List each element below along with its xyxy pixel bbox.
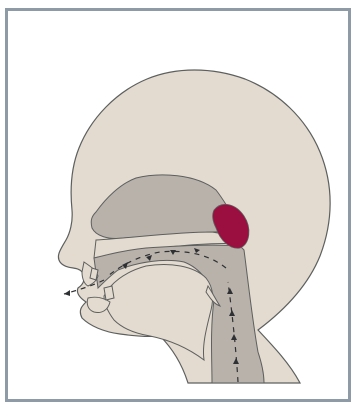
tongue [104,265,213,361]
upper-teeth [90,268,98,280]
arrowhead-exit [64,290,70,296]
lower-teeth [104,286,114,300]
